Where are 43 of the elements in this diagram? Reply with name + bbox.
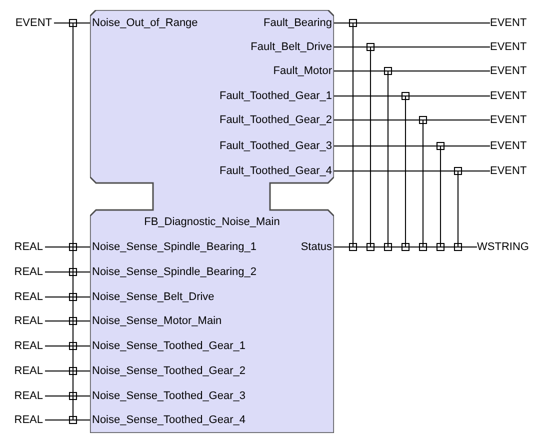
type-label: WSTRING: [477, 240, 529, 254]
type-label: EVENT: [490, 64, 527, 78]
port-label: Noise_Sense_Toothed_Gear_3: [90, 389, 246, 403]
port-label: Fault_Toothed_Gear_1: [219, 89, 334, 103]
port-label: Fault_Belt_Drive: [250, 40, 334, 54]
connection-line: [334, 170, 458, 248]
port-label: Status: [300, 240, 334, 254]
connection-line: [334, 96, 406, 248]
type-label: REAL: [14, 265, 43, 279]
type-label: REAL: [14, 389, 43, 403]
type-label: REAL: [14, 290, 43, 304]
port-label: Noise_Sense_Motor_Main: [90, 314, 222, 328]
type-label: REAL: [14, 413, 43, 427]
type-label: REAL: [14, 339, 43, 353]
type-label: REAL: [14, 240, 43, 254]
port-label: Noise_Sense_Toothed_Gear_2: [90, 364, 246, 378]
port-label: Noise_Sense_Toothed_Gear_1: [90, 339, 246, 353]
port-label: Noise_Out_of_Range: [90, 16, 198, 30]
port-label: Noise_Sense_Belt_Drive: [90, 290, 214, 304]
port-label: Fault_Toothed_Gear_4: [219, 164, 334, 178]
type-label: EVENT: [490, 16, 527, 30]
type-label: EVENT: [15, 16, 52, 30]
type-label: EVENT: [490, 164, 527, 178]
port-label: Fault_Motor: [273, 64, 334, 78]
port-label: Fault_Toothed_Gear_3: [219, 139, 334, 153]
function-block: [90, 10, 334, 433]
connection-line: [334, 22, 354, 248]
connection-line: [334, 146, 441, 248]
type-label: EVENT: [490, 139, 527, 153]
connection-line: [334, 120, 424, 248]
port-label: Fault_Toothed_Gear_2: [219, 113, 334, 127]
port-label: Noise_Sense_Toothed_Gear_4: [90, 413, 246, 427]
type-label: REAL: [14, 314, 43, 328]
port-label: Noise_Sense_Spindle_Bearing_2: [90, 265, 257, 279]
type-label: REAL: [14, 364, 43, 378]
port-label: Fault_Bearing: [264, 16, 334, 30]
connection-line: [334, 70, 388, 248]
connection-line: [334, 46, 371, 248]
type-label: EVENT: [490, 89, 527, 103]
type-label: EVENT: [490, 113, 527, 127]
type-label: EVENT: [490, 40, 527, 54]
block-title: FB_Diagnostic_Noise_Main: [143, 215, 281, 229]
port-label: Noise_Sense_Spindle_Bearing_1: [90, 240, 257, 254]
